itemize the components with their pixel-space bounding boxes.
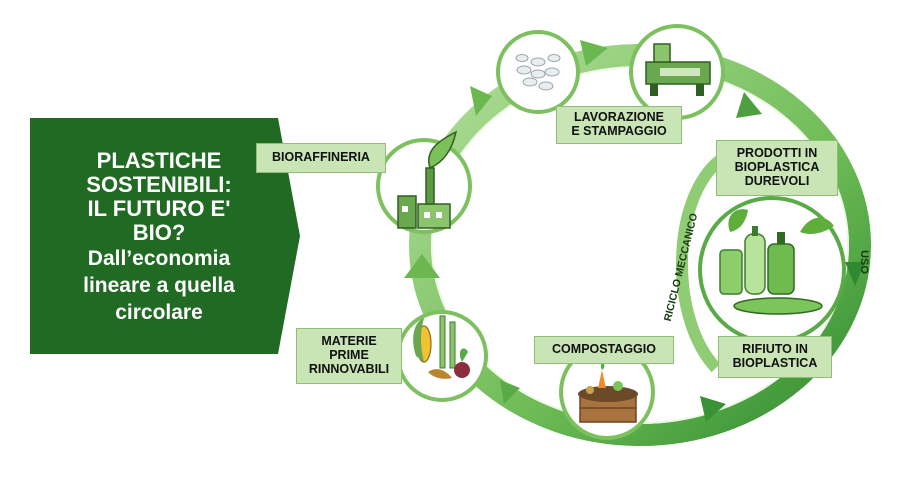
label-prodotti: PRODOTTI IN BIOPLASTICA DUREVOLI — [716, 140, 838, 196]
arrow-head-left — [404, 254, 440, 278]
compost-icon — [578, 362, 638, 423]
arrow-head-bottom-right — [700, 396, 726, 422]
extruder-icon — [645, 43, 711, 96]
title-line-2: SOSTENIBILI: — [86, 172, 232, 198]
pellets-icon — [515, 54, 561, 91]
label-materie: MATERIE PRIME RINNOVABILI — [296, 328, 402, 384]
subtitle-line-2: lineare a quella — [83, 274, 235, 298]
crops-icon — [413, 315, 470, 379]
title-line-4: BIO? — [132, 219, 186, 245]
arrow-head-right-top — [736, 92, 762, 118]
label-compostaggio: COMPOSTAGGIO — [534, 336, 674, 364]
title-text: PLASTICHE SOSTENIBILI: IL FUTURO E' BIO?… — [50, 132, 268, 342]
title-line-1: PLASTICHE — [96, 148, 222, 174]
factory-icon — [397, 130, 458, 229]
arrow-head-top-2 — [580, 40, 608, 66]
arrow-head-right — [845, 262, 865, 286]
recycle-arc — [676, 155, 725, 373]
title-line-3: IL FUTURO E' — [87, 195, 231, 221]
bioplastic-products-icon — [719, 209, 834, 315]
label-lavorazione: LAVORAZIONE E STAMPAGGIO — [556, 106, 682, 144]
subtitle-line-3: circolare — [115, 300, 203, 324]
arrow-head-bottom — [500, 380, 520, 404]
subtitle-line-1: Dall’economia — [87, 247, 231, 271]
label-rifiuto: RIFIUTO IN BIOPLASTICA — [718, 336, 832, 378]
uso-label: USO — [858, 250, 870, 274]
label-bioraffineria: BIORAFFINERIA — [256, 143, 386, 173]
title-banner: PLASTICHE SOSTENIBILI: IL FUTURO E' BIO?… — [30, 118, 300, 354]
arrow-head-top-1 — [470, 86, 492, 116]
